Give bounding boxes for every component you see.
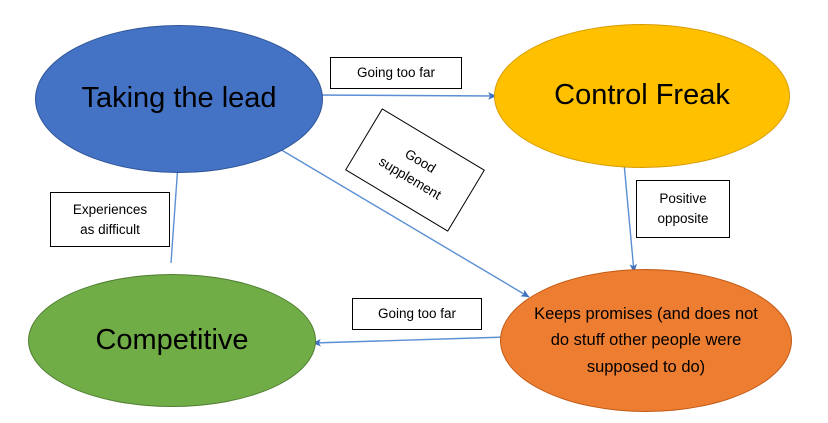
arrow-competitive-to-lead (170, 163, 182, 264)
edge-label-experiences-as-difficult[interactable]: Experiences as difficult (50, 192, 170, 247)
edge-label-going-too-far-top[interactable]: Going too far (330, 57, 462, 89)
edge-label-going-too-far-bottom[interactable]: Going too far (352, 298, 482, 330)
edge-label-going-too-far-top-text: Going too far (356, 65, 436, 81)
node-competitive-label: Competitive (95, 323, 249, 356)
arrow-lead-to-freak (311, 92, 497, 100)
arrow-promises-to-competitive (312, 336, 508, 347)
edge-label-good-supplement-text: Good supplement (376, 146, 444, 203)
arrow-freak-to-promises (623, 162, 638, 273)
edge-label-positive-opposite[interactable]: Positive opposite (636, 180, 730, 238)
node-taking-the-lead[interactable]: Taking the lead (35, 25, 323, 173)
edge-label-positive-opposite-text: Positive opposite (657, 191, 709, 226)
node-control-freak-label: Control Freak (554, 79, 730, 112)
edge-label-experiences-as-difficult-text: Experiences as difficult (72, 201, 148, 237)
node-keeps-promises[interactable]: Keeps promises (and does not do stuff ot… (500, 269, 792, 412)
node-keeps-promises-label: Keeps promises (and does not do stuff ot… (534, 304, 758, 376)
node-taking-the-lead-label: Taking the lead (81, 82, 277, 115)
node-control-freak[interactable]: Control Freak (494, 24, 790, 168)
edge-label-good-supplement[interactable]: Good supplement (345, 108, 485, 232)
edge-label-going-too-far-bottom-text: Going too far (377, 306, 457, 322)
node-competitive[interactable]: Competitive (28, 274, 316, 407)
